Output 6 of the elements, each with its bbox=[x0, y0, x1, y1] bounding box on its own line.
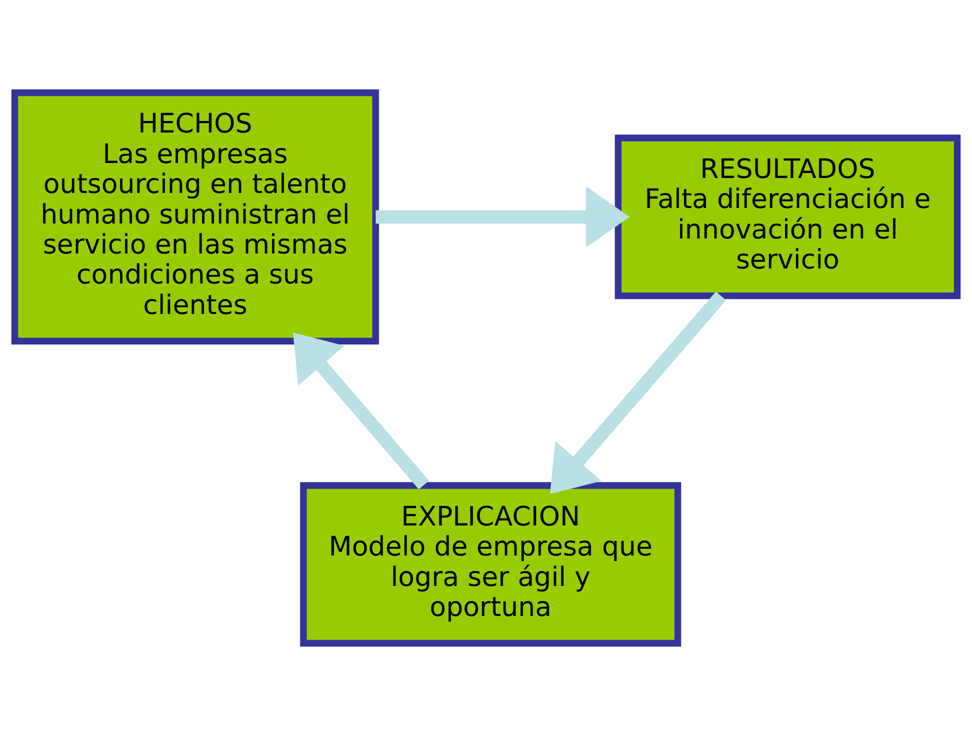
arrow bbox=[292, 332, 430, 490]
node-box: RESULTADOS Falta diferenciación e innovación en el servicio bbox=[614, 134, 961, 300]
arrow bbox=[550, 291, 726, 494]
arrow bbox=[376, 186, 630, 248]
node-box: EXPLICACION Modelo de empresa que logra ser ágil y oportuna bbox=[300, 482, 682, 647]
node-box: HECHOS Las empresas outsourcing en talento humano suministran el servicio en las mismas condiciones a sus clientes bbox=[11, 89, 379, 344]
